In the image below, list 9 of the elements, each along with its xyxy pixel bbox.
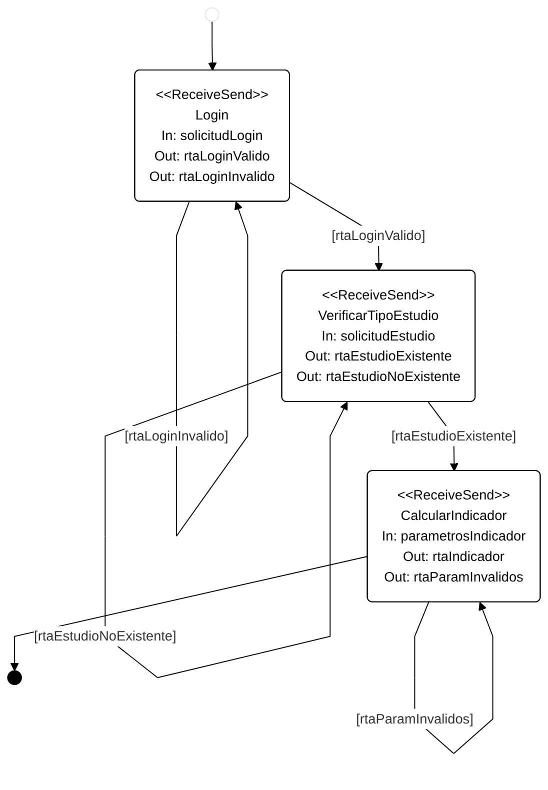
edge-label: [rtaEstudioExistente] xyxy=(391,428,516,444)
edge-label: [rtaEstudioNoExistente] xyxy=(34,628,176,644)
node-circle xyxy=(204,7,220,22)
arrow xyxy=(176,201,248,537)
edge-label: [rtaLoginInvalido] xyxy=(124,428,228,444)
edge-label: [rtaLoginValido] xyxy=(332,228,426,244)
arrow xyxy=(10,556,368,672)
edge-label: [rtaParamInvalidos] xyxy=(356,710,474,726)
arrow xyxy=(208,20,217,71)
